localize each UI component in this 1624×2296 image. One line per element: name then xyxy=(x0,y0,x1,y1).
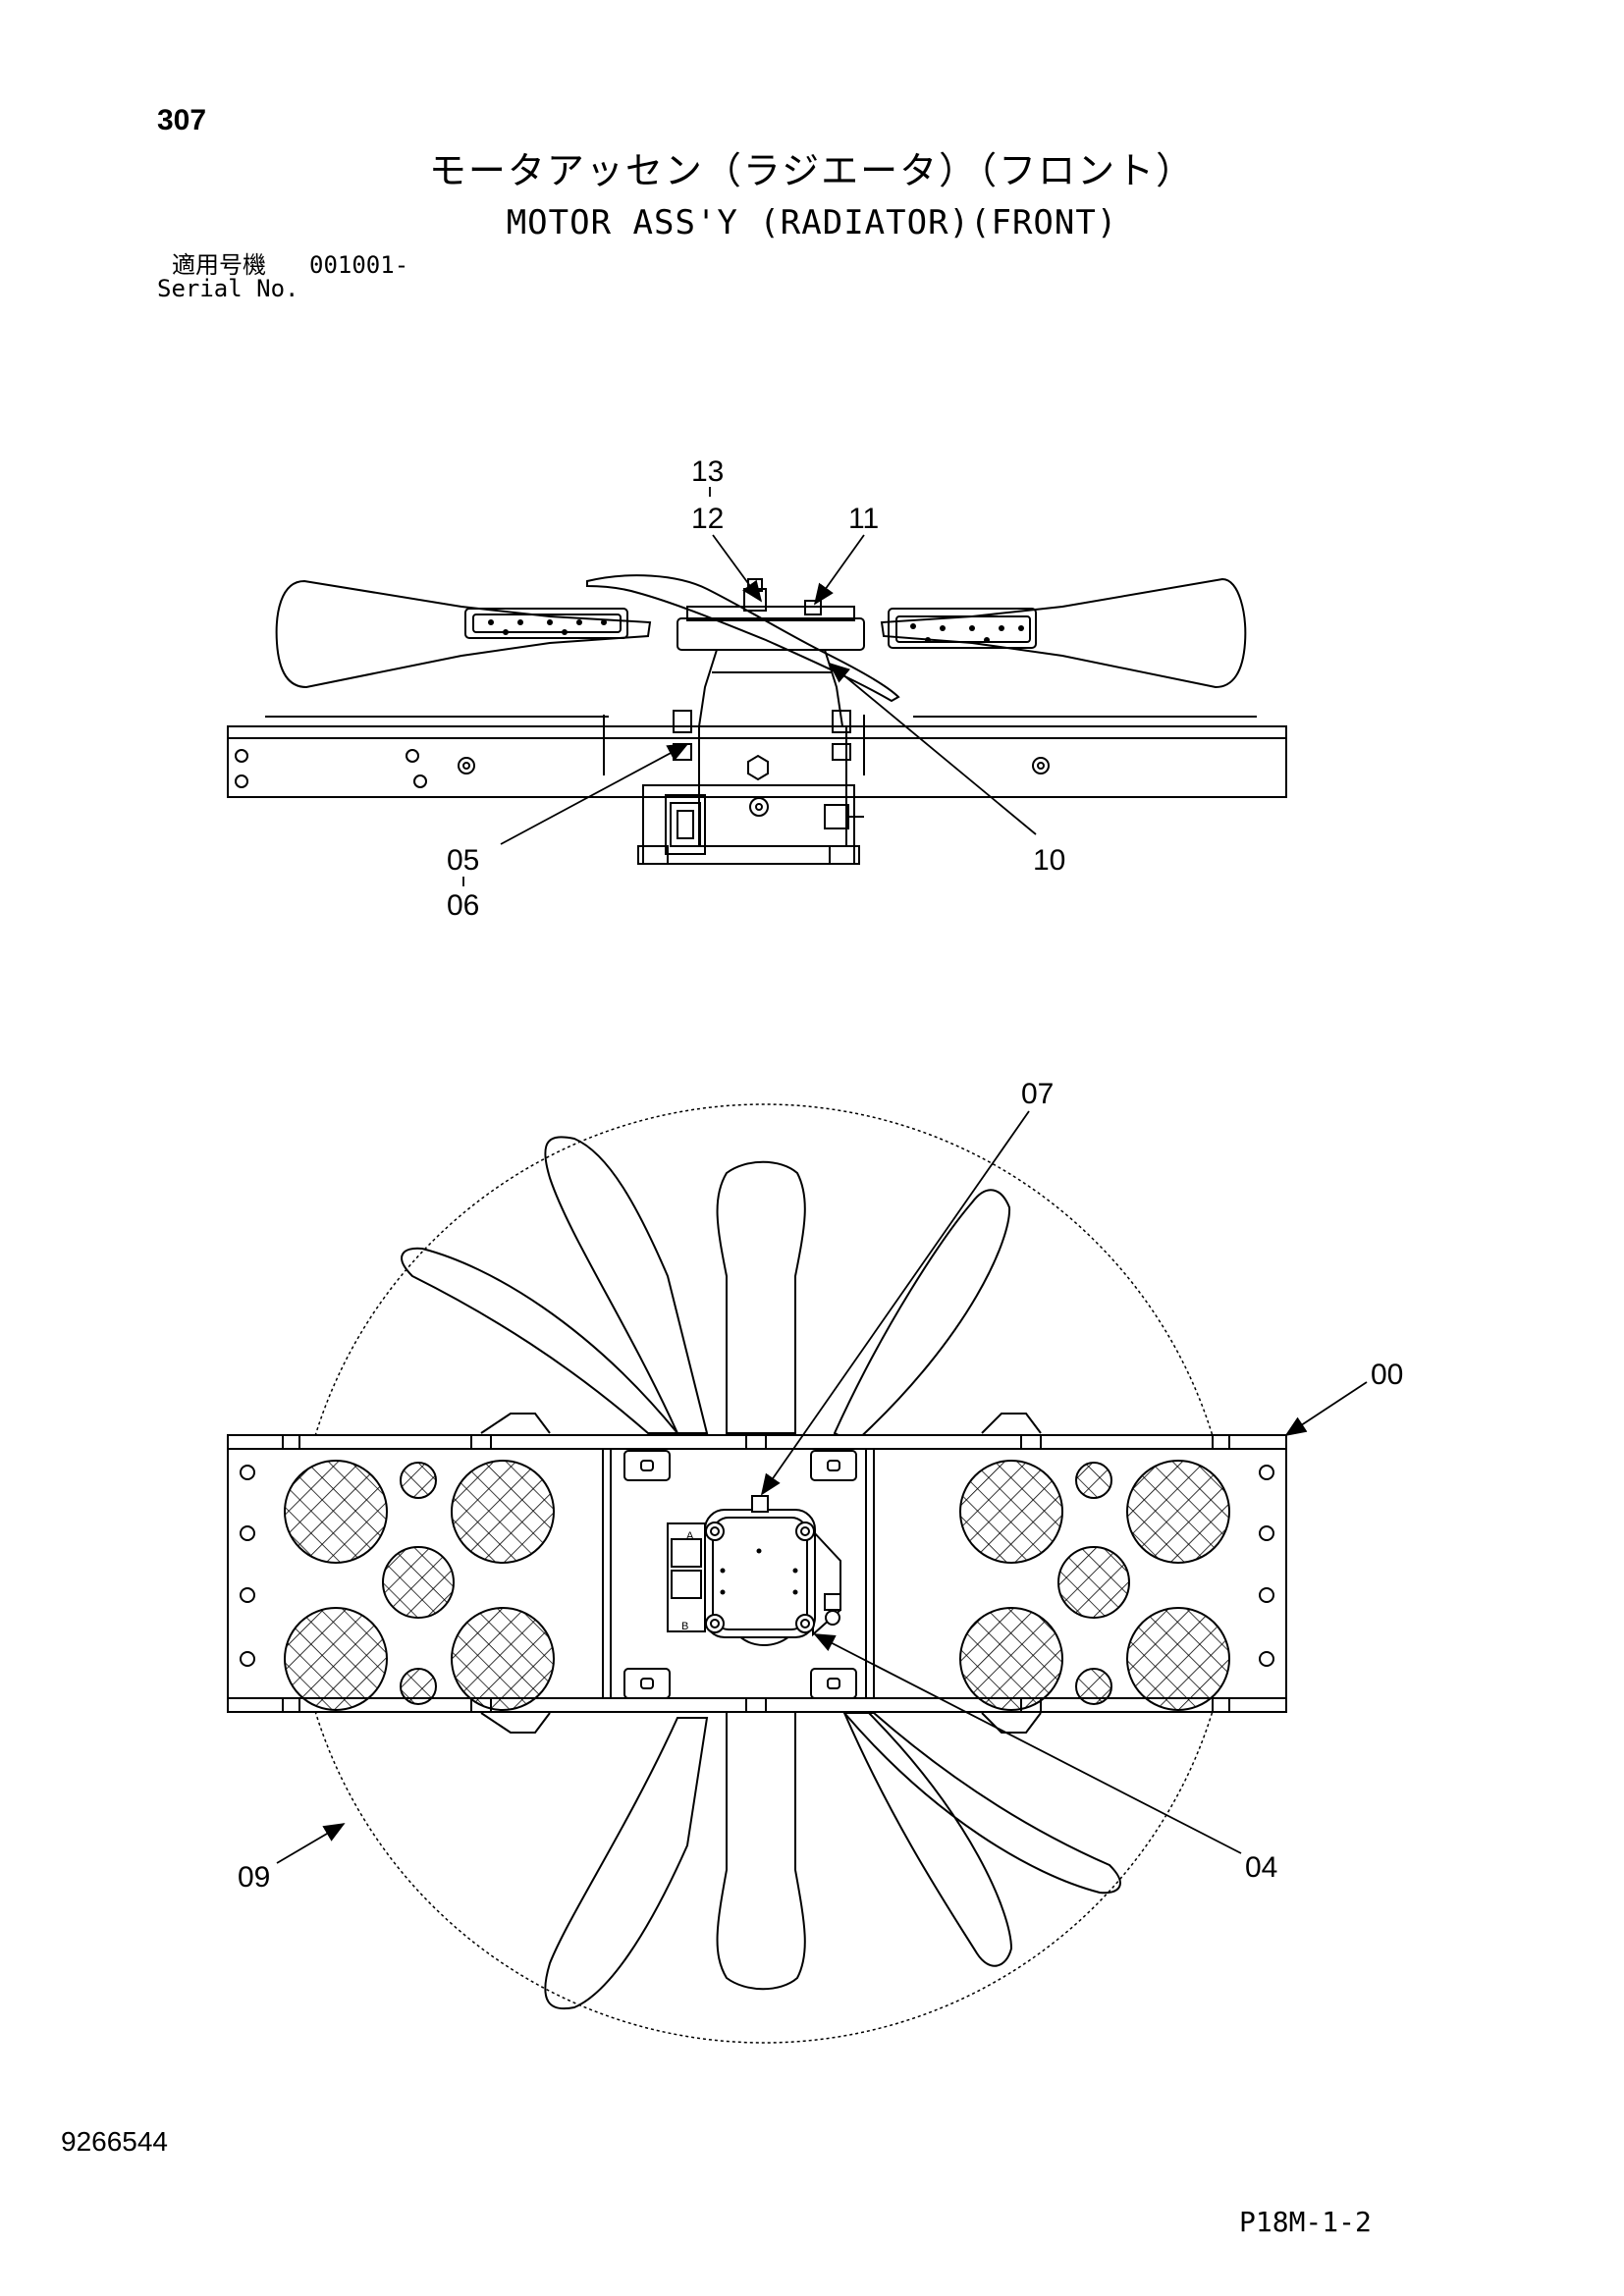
motor-bell xyxy=(697,649,844,727)
fan-blade-right xyxy=(880,577,1247,689)
callout-04: 04 xyxy=(1245,1851,1277,1884)
fan-blade-top-3 xyxy=(544,1136,709,1434)
hub-plate-right xyxy=(888,608,1037,649)
fan-blade-top-1 xyxy=(716,1160,806,1434)
callout-10: 10 xyxy=(1033,844,1065,877)
fan-blade-top-2 xyxy=(716,1707,806,1991)
fan-blade-top-8 xyxy=(841,1712,1121,1895)
callout-13: 13 xyxy=(691,455,724,488)
fan-blade-top-5 xyxy=(544,1717,709,2010)
serial-label-japanese: 適用号機 xyxy=(172,251,266,279)
port-b-label: B xyxy=(681,1621,688,1632)
callout-11: 11 xyxy=(848,503,879,535)
title-japanese: モータアッセン（ラジエータ）（フロント） xyxy=(428,149,1196,192)
callout-00: 00 xyxy=(1371,1359,1403,1391)
fan-blade-left xyxy=(275,579,652,689)
page-code: P18M-1-2 xyxy=(1239,2206,1372,2238)
title-english: MOTOR ASS'Y (RADIATOR)(FRONT) xyxy=(506,203,1118,242)
page-number: 307 xyxy=(157,104,207,136)
callout-07: 07 xyxy=(1021,1078,1054,1110)
hub-plate-left xyxy=(464,608,628,639)
mounting-frame-side xyxy=(227,725,1287,798)
fan-blade-front xyxy=(586,574,900,703)
serial-value: 001001- xyxy=(309,251,409,279)
callout-09: 09 xyxy=(238,1861,270,1894)
side-view xyxy=(227,574,1287,865)
fan-blade-top-6 xyxy=(842,1706,1013,1967)
fan-blade-top-7 xyxy=(401,1247,680,1434)
fan-blade-top-4 xyxy=(833,1189,1011,1445)
mesh-grilles xyxy=(284,1460,1230,1711)
motor-top-view xyxy=(667,1495,841,1646)
port-a-label: A xyxy=(686,1530,694,1542)
serial-label-english: Serial No. xyxy=(157,275,299,302)
callout-12: 12 xyxy=(691,503,724,535)
document-number: 9266544 xyxy=(61,2126,169,2157)
callout-05: 05 xyxy=(447,844,479,877)
top-view-leaders xyxy=(276,1110,1368,1864)
side-view-leaders xyxy=(462,487,1037,886)
callout-06: 06 xyxy=(447,889,479,922)
